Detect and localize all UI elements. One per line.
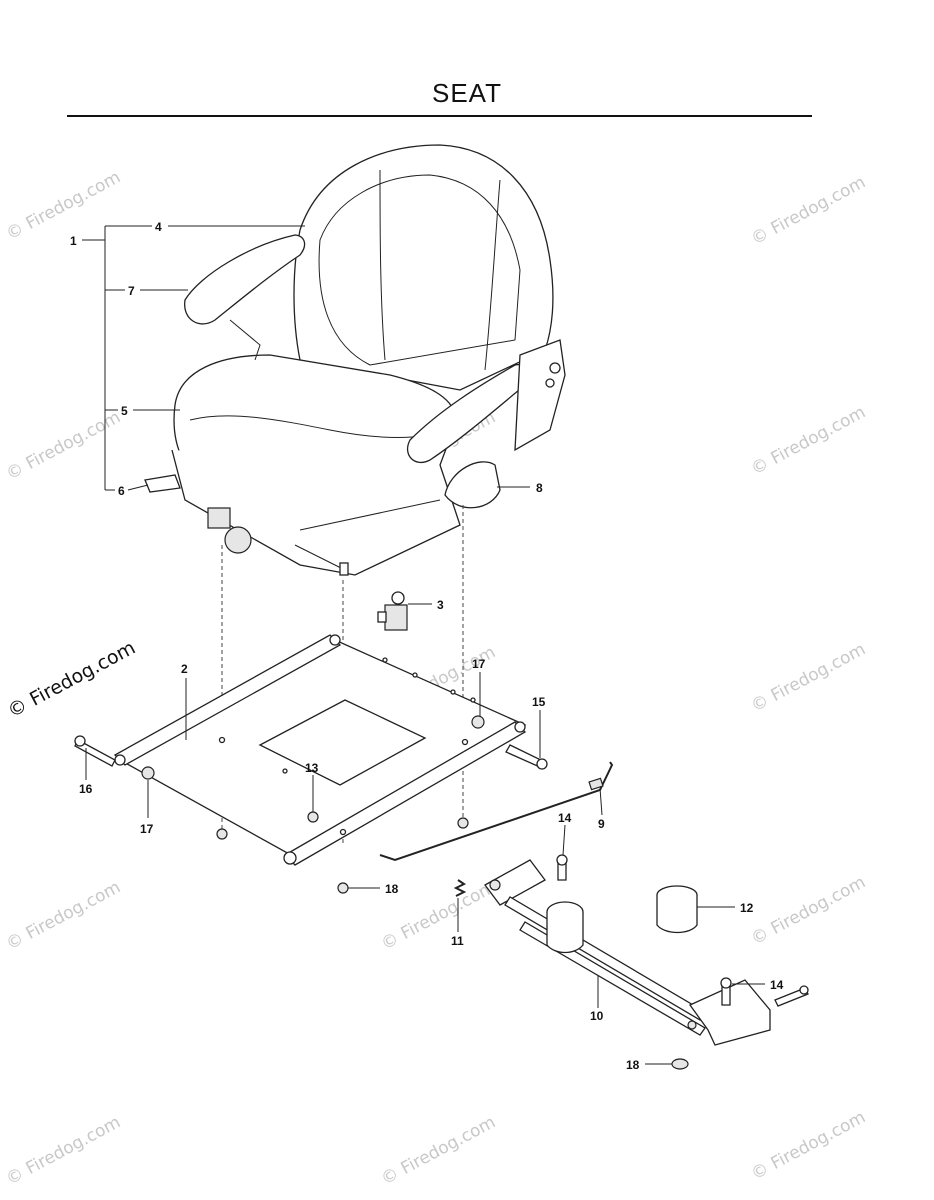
callout-label: 3 [437, 598, 444, 612]
watermark: © Firedog.com [3, 167, 124, 244]
callout-label: 5 [121, 404, 128, 418]
watermark: © Firedog.com [748, 639, 869, 716]
callout-label: 11 [451, 934, 464, 948]
watermark: © Firedog.com [748, 172, 869, 249]
watermark: © Firedog.com [378, 1112, 499, 1189]
callout-label: 14 [770, 978, 784, 992]
callout-label: 2 [181, 662, 188, 676]
watermark: © Firedog.com [3, 407, 124, 484]
callout-label: 1 [70, 234, 77, 248]
seat-adjust-lever [144, 474, 181, 493]
seat-assembly [144, 144, 566, 576]
watermark-dark: © Firedog.com [4, 637, 139, 723]
callout-label: 18 [385, 882, 399, 896]
nut [307, 811, 319, 823]
callouts: 1 4 7 5 6 8 3 2 17 15 13 16 17 9 14 18 1… [70, 220, 784, 1072]
armrest-cover [444, 461, 501, 509]
nut [471, 715, 485, 729]
watermark: © Firedog.com [3, 1112, 124, 1189]
callout-label: 17 [472, 657, 486, 671]
callout-label: 14 [558, 811, 572, 825]
bumper [656, 885, 698, 934]
nut [141, 766, 155, 780]
washer [671, 1058, 689, 1070]
nut [337, 882, 349, 894]
left-armrest [184, 234, 306, 325]
callout-label: 17 [140, 822, 154, 836]
callout-label: 15 [532, 695, 546, 709]
armrest-bracket [514, 339, 566, 452]
callout-label: 6 [118, 484, 125, 498]
seat-pan [171, 449, 461, 576]
watermark: © Firedog.com [748, 872, 869, 949]
watermark: © Firedog.com [3, 877, 124, 954]
callout-label: 12 [740, 901, 754, 915]
callout-label: 18 [626, 1058, 640, 1072]
seat-plate [74, 634, 548, 894]
callout-label: 7 [128, 284, 135, 298]
callout-label: 4 [155, 220, 162, 234]
seat-mount [207, 507, 231, 529]
title-rule [67, 115, 812, 117]
callout-label: 10 [590, 1009, 604, 1023]
watermark: © Firedog.com [748, 402, 869, 479]
page-title: SEAT [432, 78, 502, 108]
callout-label: 8 [536, 481, 543, 495]
callout-label: 16 [79, 782, 93, 796]
callout-label: 9 [598, 817, 605, 831]
seat-plate-cutout [258, 699, 427, 786]
callout-label: 13 [305, 761, 319, 775]
seat-bracket-assembly [453, 854, 809, 1070]
watermark: © Firedog.com [748, 1107, 869, 1184]
seat-knob [224, 526, 252, 554]
seat-switch [377, 591, 408, 631]
leader-lines [82, 225, 765, 1065]
seat-backrest [293, 144, 554, 391]
